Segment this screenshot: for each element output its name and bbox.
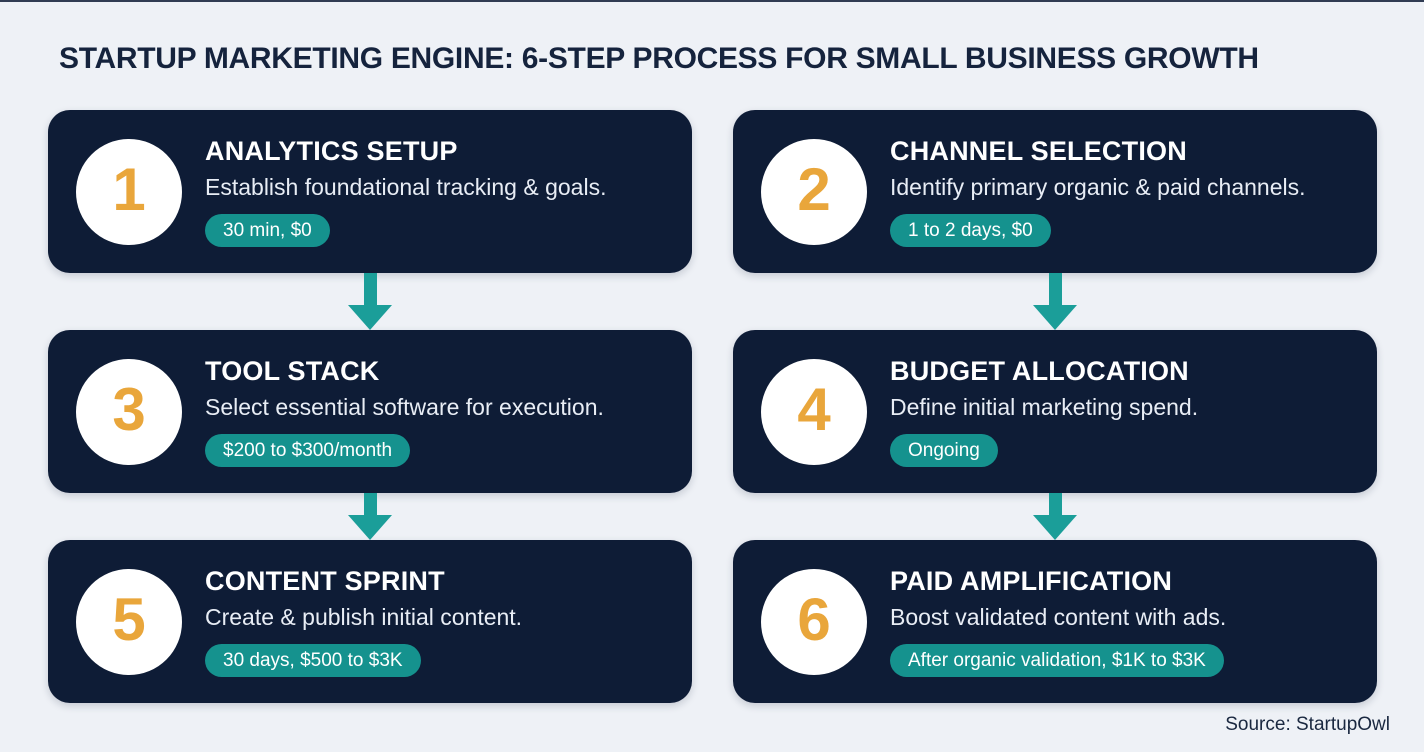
arrow-stem [1048,273,1062,305]
step-card-2: 2 CHANNEL SELECTION Identify primary org… [733,110,1377,273]
down-arrow-icon [1033,493,1077,540]
step-number-circle: 5 [76,568,182,675]
arrow-head [348,515,392,540]
step-text-block: PAID AMPLIFICATION Boost validated conte… [890,566,1226,678]
step-number-circle: 3 [76,358,182,465]
arrow-head [1033,515,1077,540]
step-description: Establish foundational tracking & goals. [205,173,607,200]
arrow-stem [363,493,377,515]
step-badge: Ongoing [890,434,998,468]
step-title: TOOL STACK [205,355,380,386]
step-card-4: 4 BUDGET ALLOCATION Define initial marke… [733,330,1377,493]
step-number-circle: 1 [76,138,182,245]
step-number: 6 [797,585,831,653]
down-arrow-icon [348,273,392,330]
step-card-1: 1 ANALYTICS SETUP Establish foundational… [48,110,692,273]
step-number: 1 [112,155,146,223]
arrow-stem [363,273,377,305]
step-number-circle: 4 [761,358,867,465]
step-badge: 30 days, $500 to $3K [205,644,421,678]
step-badge: 1 to 2 days, $0 [890,214,1051,248]
page-title: STARTUP MARKETING ENGINE: 6-STEP PROCESS… [59,42,1259,75]
step-text-block: ANALYTICS SETUP Establish foundational t… [205,136,606,248]
step-text-block: CONTENT SPRINT Create & publish initial … [205,566,522,678]
step-description: Boost validated content with ads. [890,603,1227,630]
step-number-circle: 6 [761,568,867,675]
step-badge: After organic validation, $1K to $3K [890,644,1224,678]
step-number-circle: 2 [761,138,867,245]
source-attribution: Source: StartupOwl [1225,714,1390,735]
step-title: BUDGET ALLOCATION [890,355,1189,386]
top-border [0,0,1424,2]
step-number: 5 [112,585,146,653]
step-text-block: TOOL STACK Select essential software for… [205,356,604,468]
arrow-head [348,305,392,330]
step-card-5: 5 CONTENT SPRINT Create & publish initia… [48,540,692,703]
step-badge: $200 to $300/month [205,434,411,468]
step-description: Create & publish initial content. [205,603,523,630]
step-description: Identify primary organic & paid channels… [890,173,1306,200]
step-text-block: BUDGET ALLOCATION Define initial marketi… [890,356,1198,468]
step-description: Select essential software for execution. [205,393,604,420]
down-arrow-icon [1033,273,1077,330]
step-text-block: CHANNEL SELECTION Identify primary organ… [890,136,1306,248]
arrow-head [1033,305,1077,330]
step-card-6: 6 PAID AMPLIFICATION Boost validated con… [733,540,1377,703]
step-number: 2 [797,155,831,223]
step-badge: 30 min, $0 [205,214,330,248]
step-description: Define initial marketing spend. [890,393,1199,420]
step-title: CHANNEL SELECTION [890,135,1187,166]
step-title: CONTENT SPRINT [205,565,445,596]
arrow-stem [1048,493,1062,515]
step-number: 4 [797,375,831,443]
step-title: PAID AMPLIFICATION [890,565,1173,596]
step-card-3: 3 TOOL STACK Select essential software f… [48,330,692,493]
step-number: 3 [112,375,146,443]
step-title: ANALYTICS SETUP [205,135,458,166]
down-arrow-icon [348,493,392,540]
